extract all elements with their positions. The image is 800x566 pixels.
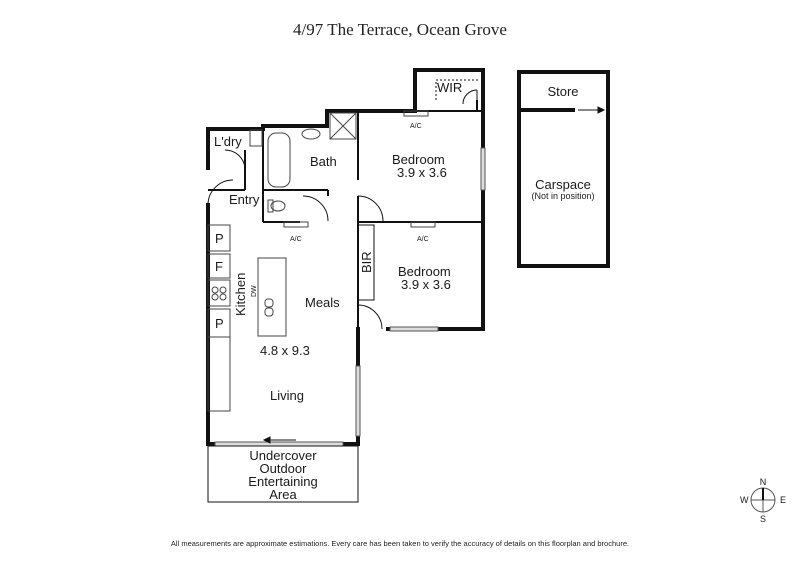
- compass-n: N: [760, 477, 767, 487]
- label-laundry: L'dry: [214, 134, 242, 149]
- label-bedroom-1-size: 3.9 x 3.6: [397, 165, 447, 180]
- label-carspace-note: (Not in position): [531, 191, 594, 201]
- windows: [214, 147, 486, 447]
- label-ac-1: A/C: [410, 123, 422, 130]
- label-outdoor-3: Entertaining: [248, 474, 317, 489]
- plan-title: 4/97 The Terrace, Ocean Grove: [293, 20, 507, 39]
- label-store: Store: [547, 84, 578, 99]
- exterior-walls: [206, 68, 485, 446]
- label-kitchen: Kitchen: [233, 273, 248, 316]
- label-outdoor-2: Outdoor: [260, 461, 308, 476]
- kitchen-fixtures: [207, 224, 287, 412]
- label-bir: BIR: [359, 251, 374, 273]
- outdoor-area: [207, 445, 359, 503]
- compass-e: E: [780, 495, 786, 505]
- wir-dashed: [435, 79, 478, 100]
- label-entry: Entry: [229, 192, 260, 207]
- label-outdoor-1: Undercover: [249, 448, 317, 463]
- disclaimer: All measurements are approximate estimat…: [170, 539, 630, 548]
- label-pantry-1: P: [215, 231, 224, 246]
- label-outdoor-4: Area: [269, 487, 297, 502]
- ac-units: [283, 110, 436, 228]
- store-door-arrow: [578, 106, 606, 114]
- bir-cabinet: [357, 224, 375, 301]
- label-ac-2: A/C: [290, 236, 302, 243]
- doors: [207, 89, 478, 330]
- label-bedroom-1: Bedroom: [392, 152, 445, 167]
- label-carspace: Carspace: [535, 177, 591, 192]
- label-living: Living: [270, 388, 304, 403]
- label-bedroom-2-size: 3.9 x 3.6: [401, 277, 451, 292]
- label-dishwasher: DW: [251, 285, 258, 297]
- label-wir: WIR: [437, 80, 462, 95]
- label-fridge: F: [215, 259, 223, 274]
- label-bath: Bath: [310, 154, 337, 169]
- label-bedroom-2: Bedroom: [398, 264, 451, 279]
- interior-walls: [208, 100, 483, 329]
- carspace-outline: [517, 70, 610, 268]
- label-living-size: 4.8 x 9.3: [260, 343, 310, 358]
- label-pantry-2: P: [215, 316, 224, 331]
- compass-w: W: [740, 495, 749, 505]
- bath-fixtures: [249, 112, 357, 213]
- label-ac-3: A/C: [417, 236, 429, 243]
- sliding-door-arrow: [262, 436, 296, 444]
- label-meals: Meals: [305, 295, 340, 310]
- compass-s: S: [760, 514, 766, 524]
- compass-icon: [750, 487, 776, 513]
